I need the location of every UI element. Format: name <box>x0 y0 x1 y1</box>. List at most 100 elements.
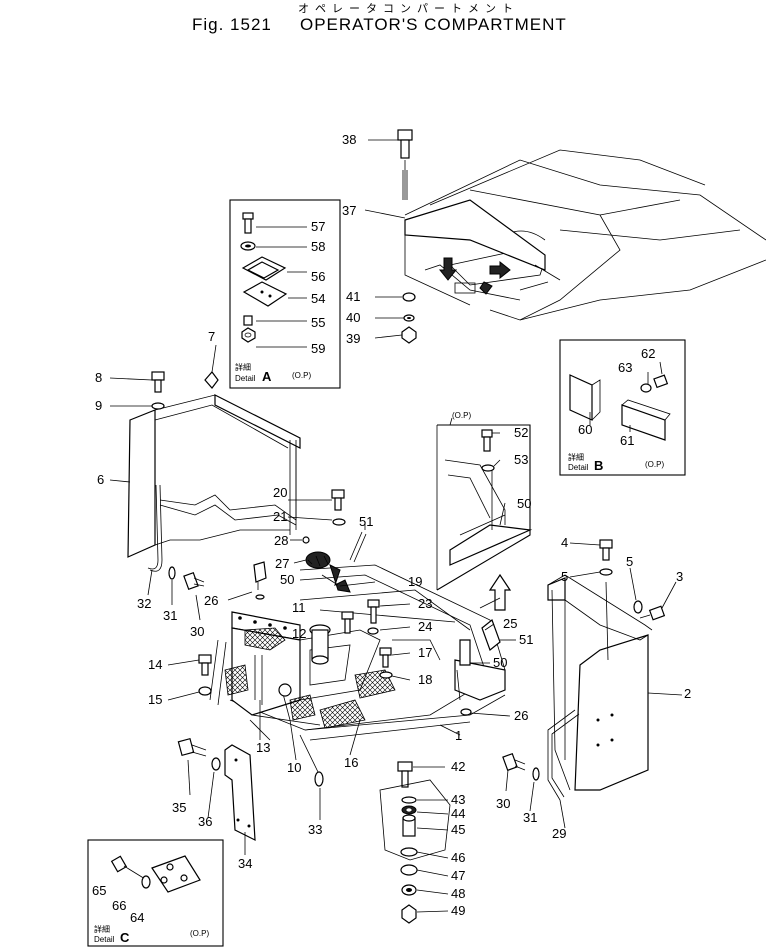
part-label: 23 <box>418 596 432 611</box>
part-label: 55 <box>311 315 325 330</box>
part-label: 4 <box>561 535 568 550</box>
part-label: 39 <box>346 331 360 346</box>
part-label: 50 <box>493 655 507 670</box>
part-label: 62 <box>641 346 655 361</box>
part-label: 52 <box>514 425 528 440</box>
part-label: 54 <box>311 291 325 306</box>
part-label: 50 <box>280 572 294 587</box>
part-label: 12 <box>292 626 306 641</box>
part-label: 37 <box>342 203 356 218</box>
part-label: 53 <box>514 452 528 467</box>
mount-stack-42-49 <box>379 761 451 924</box>
part-label: 10 <box>287 760 301 775</box>
middle-panel-op: (O.P) <box>436 411 533 591</box>
part-label: 57 <box>311 219 325 234</box>
part-label: 8 <box>95 370 102 385</box>
detail-b-letter: B <box>594 458 603 473</box>
part-label: 5 <box>561 569 568 584</box>
part-label: 41 <box>346 289 360 304</box>
detail-c-letter: C <box>120 930 130 945</box>
part-label: 28 <box>274 533 288 548</box>
part-label: 50 <box>517 496 531 511</box>
part-label: 51 <box>519 632 533 647</box>
detail-b-label: Detail <box>568 463 589 472</box>
detail-a-label: Detail <box>235 374 256 383</box>
part-label: 59 <box>311 341 325 356</box>
part-27 <box>305 551 339 586</box>
part-label: 66 <box>112 898 126 913</box>
figure-header: オペレータコンパートメント Fig. 1521 OPERATOR'S COMPA… <box>0 0 766 40</box>
right-fasteners-30-31 <box>502 752 540 781</box>
part-label: 30 <box>190 624 204 639</box>
part-label: 35 <box>172 800 186 815</box>
part-label: 30 <box>496 796 510 811</box>
bolt-38 <box>397 129 413 200</box>
part-label: 40 <box>346 310 360 325</box>
part-label: 45 <box>451 822 465 837</box>
part-label: 13 <box>256 740 270 755</box>
bolts-14-15 <box>198 654 212 696</box>
part-label: 58 <box>311 239 325 254</box>
detail-b-jp: 詳細 <box>568 452 584 462</box>
floor-frame <box>209 564 506 787</box>
detail-a-jp: 詳細 <box>235 362 251 372</box>
part-label: 34 <box>238 856 252 871</box>
part-label: 14 <box>148 657 162 672</box>
part-label: 24 <box>418 619 432 634</box>
parts-35-36 <box>177 737 221 771</box>
part-label: 3 <box>676 569 683 584</box>
japanese-title: オペレータコンパートメント <box>298 2 519 15</box>
left-side-guard-6 <box>127 371 301 572</box>
part-label: 46 <box>451 850 465 865</box>
part-label: 26 <box>514 708 528 723</box>
part-label: 27 <box>275 556 289 571</box>
leader-lines <box>109 139 683 913</box>
part-label: 36 <box>198 814 212 829</box>
part-label: 26 <box>204 593 218 608</box>
part-label: 63 <box>618 360 632 375</box>
part-25 <box>479 573 512 651</box>
figure-title: OPERATOR'S COMPARTMENT <box>300 15 567 34</box>
part-label: 32 <box>137 596 151 611</box>
part-label: 7 <box>208 329 215 344</box>
detail-c-label: Detail <box>94 935 115 944</box>
part-label: 43 <box>451 792 465 807</box>
machine-body-outline <box>404 149 766 321</box>
detail-b-op: (O.P) <box>645 460 664 469</box>
part-label: 61 <box>620 433 634 448</box>
part-label: 47 <box>451 868 465 883</box>
part-label: 6 <box>97 472 104 487</box>
detail-a-op: (O.P) <box>292 371 311 380</box>
part-number-labels: 1 2 3 4 5 5 6 7 8 9 10 11 12 13 14 15 16… <box>92 132 691 925</box>
part-label: 1 <box>455 728 462 743</box>
detail-box-a: 詳細 Detail A (O.P) <box>229 199 341 389</box>
part-label: 42 <box>451 759 465 774</box>
part-label: 29 <box>552 826 566 841</box>
detail-c-op: (O.P) <box>190 929 209 938</box>
part-label: 44 <box>451 806 465 821</box>
washers-39-41 <box>401 292 417 344</box>
part-label: 16 <box>344 755 358 770</box>
part-label: 51 <box>359 514 373 529</box>
part-label: 19 <box>408 574 422 589</box>
part-label: 49 <box>451 903 465 918</box>
part-label: 2 <box>684 686 691 701</box>
part-label: 11 <box>292 600 306 615</box>
plate-34 <box>224 744 256 842</box>
left-fasteners-30-32 <box>168 566 205 591</box>
middle-panel-op-label: (O.P) <box>452 411 471 420</box>
part-label: 31 <box>163 608 177 623</box>
brackets-26 <box>253 561 472 716</box>
figure-number: Fig. 1521 <box>192 15 272 34</box>
part-label: 56 <box>311 269 325 284</box>
detail-box-b: 詳細 Detail B (O.P) <box>559 339 686 476</box>
part-label: 5 <box>626 554 633 569</box>
bolts-20-21-28 <box>302 489 367 563</box>
detail-box-c: 詳細 Detail C (O.P) <box>87 839 224 947</box>
part-label: 60 <box>578 422 592 437</box>
part-label: 18 <box>418 672 432 687</box>
right-side-guard-2 <box>547 539 666 801</box>
part-label: 9 <box>95 398 102 413</box>
detail-a-letter: A <box>262 369 272 384</box>
